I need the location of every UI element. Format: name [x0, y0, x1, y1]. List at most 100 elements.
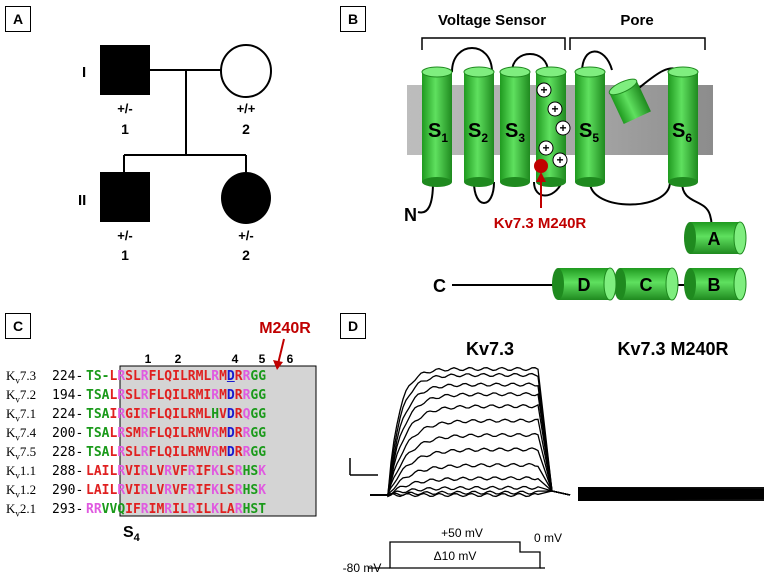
number-II2: 2: [242, 247, 250, 263]
helix-D: D: [552, 267, 617, 301]
gating-charges: + + + + +: [536, 82, 571, 168]
alignment-row-sequence: LAILRVIRLVRVFRIFKLSRHSK: [86, 483, 267, 498]
helix-S5: [574, 66, 606, 187]
wt-trace-2: [370, 485, 571, 498]
genotype-I2: +/+: [237, 101, 256, 116]
helix-B: B: [684, 267, 747, 301]
helix-A-label: A: [708, 229, 721, 249]
voltage-sensor-label: Voltage Sensor: [438, 12, 546, 29]
alignment-position-markers: 1 2 4 5 6: [145, 352, 294, 366]
alignment-row-start: 200-: [52, 426, 84, 441]
generation-II-label: II: [78, 192, 86, 209]
wt-trace-title: Kv7.3: [466, 339, 514, 359]
panel-label-a: A: [5, 6, 31, 32]
protocol-step-max: +50 mV: [441, 526, 483, 540]
alignment-row-sequence: TSALRSLRFLQILRMVRMDRRGG: [86, 445, 267, 460]
number-II1: 1: [121, 247, 129, 263]
alignment-row-start: 224-: [52, 407, 84, 422]
position-2: 2: [175, 352, 182, 366]
genotype-II2: +/-: [238, 228, 254, 243]
number-I1: 1: [121, 121, 129, 137]
genotype-I1: +/-: [117, 101, 133, 116]
mutation-label: Kv7.3 M240R: [494, 215, 587, 232]
wt-trace-8: [370, 403, 571, 497]
alignment-row-name: Kv7.5: [6, 444, 37, 462]
pedigree-male-I1: [100, 45, 150, 95]
panel-label-b: B: [340, 6, 366, 32]
helix-S2: [463, 66, 495, 187]
mutation-title: M240R: [259, 320, 311, 337]
alignment-row-name: Kv1.1: [6, 463, 37, 481]
svg-text:+: +: [542, 141, 549, 155]
panel-label-d: D: [340, 313, 366, 339]
helix-A: A: [684, 221, 747, 255]
genotype-II1: +/-: [117, 228, 133, 243]
svg-text:+: +: [556, 153, 563, 167]
helix-C: C: [614, 267, 679, 301]
svg-text:+: +: [559, 121, 566, 135]
alignment-row-name: Kv1.2: [6, 482, 37, 500]
alignment-row-start: 288-: [52, 464, 84, 479]
pedigree-female-II2: [221, 172, 271, 224]
helix-C-label: C: [640, 275, 653, 295]
alignment-row-start: 228-: [52, 445, 84, 460]
pedigree: I II +/- 1 +/+ 2 +/- 1 +/- 2: [78, 44, 272, 263]
position-5: 5: [259, 352, 266, 366]
panel-label-c: C: [5, 313, 31, 339]
pedigree-female-I2: [220, 44, 272, 98]
wt-current-traces: [370, 366, 571, 498]
helix-S1: [421, 66, 453, 187]
wt-trace-4: [370, 462, 571, 496]
alignment-row-name: Kv7.2: [6, 387, 37, 405]
wt-trace-9: [370, 392, 571, 496]
wt-trace-5: [370, 447, 571, 496]
alignment-row-sequence: LAILRVIRLVRVFRIFKLSRHSK: [86, 464, 267, 479]
protocol-holding: -80 mV: [343, 561, 382, 575]
alignment-row-sequence: TS-LRSLRFLQILRMLRMDRRGG: [86, 369, 267, 384]
position-6: 6: [287, 352, 294, 366]
alignment-row-name: Kv7.1: [6, 406, 37, 424]
wt-trace-1: [370, 490, 571, 498]
wt-trace-6: [370, 432, 571, 496]
segment-label-S5-subscript: 5: [592, 131, 599, 145]
c-terminus-label: C: [433, 276, 446, 296]
segment-label-S1-subscript: 1: [441, 131, 448, 145]
helix-D-label: D: [578, 275, 591, 295]
wt-trace-0: [370, 490, 571, 498]
svg-text:+: +: [551, 102, 558, 116]
mutant-current-traces: [578, 487, 764, 501]
protocol-increment: Δ10 mV: [434, 549, 477, 563]
alignment-row-sequence: TSALRSLRFLQILRMIRMDRRGG: [86, 388, 267, 403]
voltage-protocol: +50 mV 0 mV -80 mV Δ10 mV: [343, 526, 562, 575]
mutation-site: [534, 159, 548, 173]
alignment-row-start: 293-: [52, 502, 84, 517]
position-4: 4: [232, 352, 239, 366]
alignment-row-name: Kv2.1: [6, 501, 37, 519]
segment-s4-label: S4: [123, 524, 141, 544]
pore-helix: [608, 78, 651, 125]
wt-trace-7: [370, 418, 571, 496]
number-I2: 2: [242, 121, 250, 137]
alignment-row-sequence: TSALRSMRFLQILRMVRMDRRGG: [86, 426, 267, 441]
wt-trace-10: [370, 382, 571, 496]
svg-text:+: +: [540, 83, 547, 97]
helix-S3: [499, 66, 531, 187]
helix-S6: [667, 66, 699, 187]
alignment-row-start: 290-: [52, 483, 84, 498]
alignment-row-name: Kv7.3: [6, 368, 37, 386]
wt-trace-3: [370, 476, 571, 497]
generation-I-label: I: [82, 64, 86, 81]
pedigree-male-II1: [100, 172, 150, 222]
segment-label-S3-subscript: 3: [518, 131, 525, 145]
alignment-row-name: Kv7.4: [6, 425, 37, 443]
scale-bar: [349, 458, 378, 476]
helix-B-label: B: [708, 275, 721, 295]
mutant-trace-title: Kv7.3 M240R: [617, 339, 728, 359]
segment-label-S6-subscript: 6: [685, 131, 692, 145]
segment-label-S2-subscript: 2: [481, 131, 488, 145]
wt-trace-12: [370, 366, 571, 496]
alignment-row-start: 224-: [52, 369, 84, 384]
alignment-row-sequence: RRVVQIFRIMRILRILKLARHST: [86, 502, 267, 517]
n-terminus-label: N: [404, 205, 417, 225]
